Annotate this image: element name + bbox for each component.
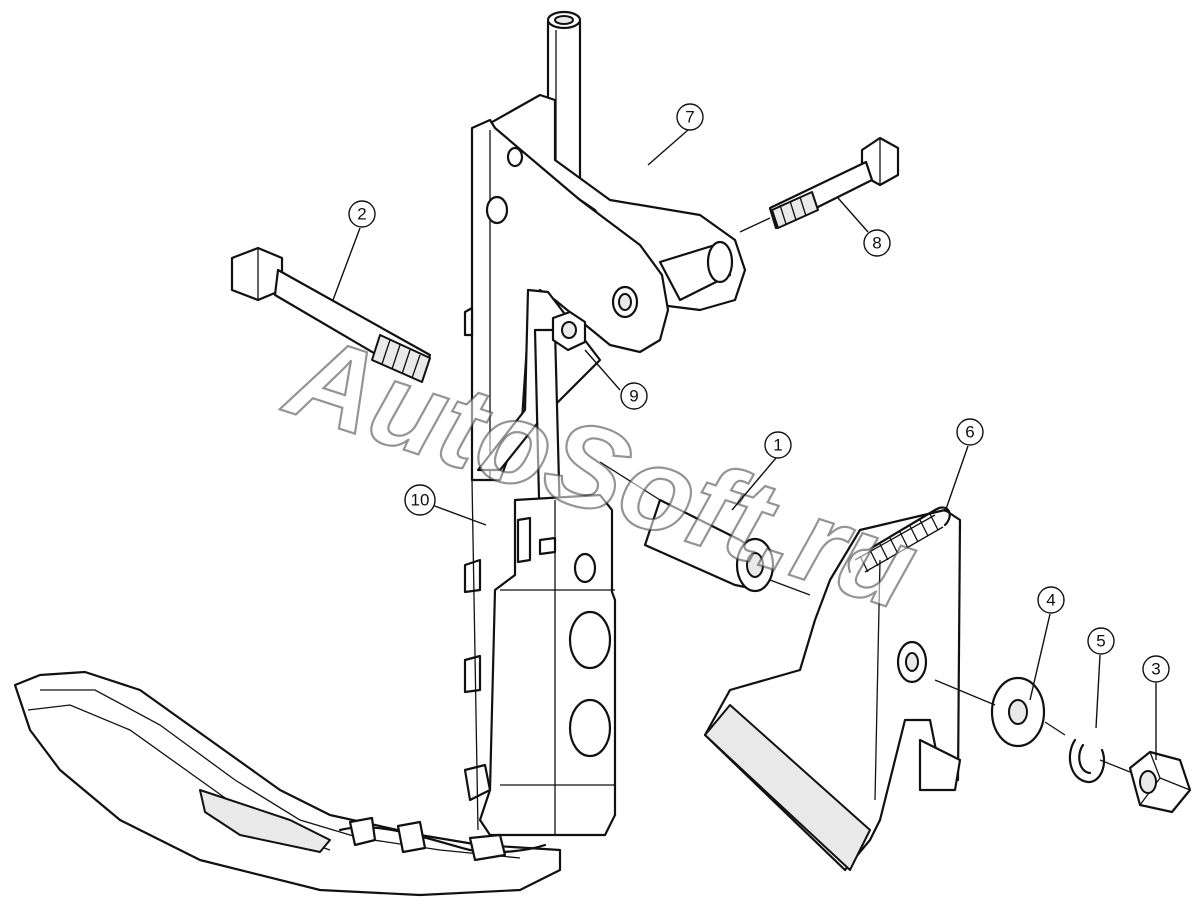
callout-4-label: 4 (1046, 591, 1055, 610)
leader-7 (647, 129, 689, 166)
leader-9 (584, 349, 621, 391)
callout-5-label: 5 (1096, 632, 1105, 651)
leader-6 (944, 445, 969, 513)
callout-3: 3 (1142, 655, 1170, 683)
callout-8-label: 8 (872, 234, 881, 253)
leader-5 (1095, 654, 1101, 729)
callout-4: 4 (1037, 586, 1065, 614)
callout-2-label: 2 (357, 205, 366, 224)
callout-5: 5 (1087, 627, 1115, 655)
callout-9: 9 (620, 382, 648, 410)
leader-2 (332, 227, 361, 301)
return-spring (847, 506, 951, 574)
callout-1-label: 1 (773, 436, 782, 455)
callout-7: 7 (676, 103, 704, 131)
leader-4 (1029, 613, 1051, 701)
leader-1 (731, 457, 777, 511)
callout-10-label: 10 (411, 491, 430, 510)
callout-8: 8 (863, 229, 891, 257)
nut-part-3 (1128, 750, 1192, 814)
bolt-part-8 (739, 136, 900, 233)
leader-8 (837, 197, 869, 233)
cable-housing-part-10 (463, 479, 617, 837)
callout-7-label: 7 (685, 108, 694, 127)
leader-lines (332, 129, 1157, 760)
pedal-pad (13, 670, 562, 897)
bolt-part-2 (230, 246, 432, 383)
callout-3-label: 3 (1151, 660, 1160, 679)
pedal-bracket-part-6 (703, 508, 962, 872)
sleeve-part-1 (599, 461, 811, 596)
callout-1: 1 (764, 431, 792, 459)
callout-2: 2 (348, 200, 376, 228)
callout-9-label: 9 (629, 387, 638, 406)
lock-washer-part-5 (1068, 738, 1131, 784)
callout-10: 10 (404, 484, 436, 516)
callout-6: 6 (956, 418, 984, 446)
callout-6-label: 6 (965, 423, 974, 442)
leader-10 (431, 504, 487, 526)
nut-part-9 (551, 310, 587, 352)
